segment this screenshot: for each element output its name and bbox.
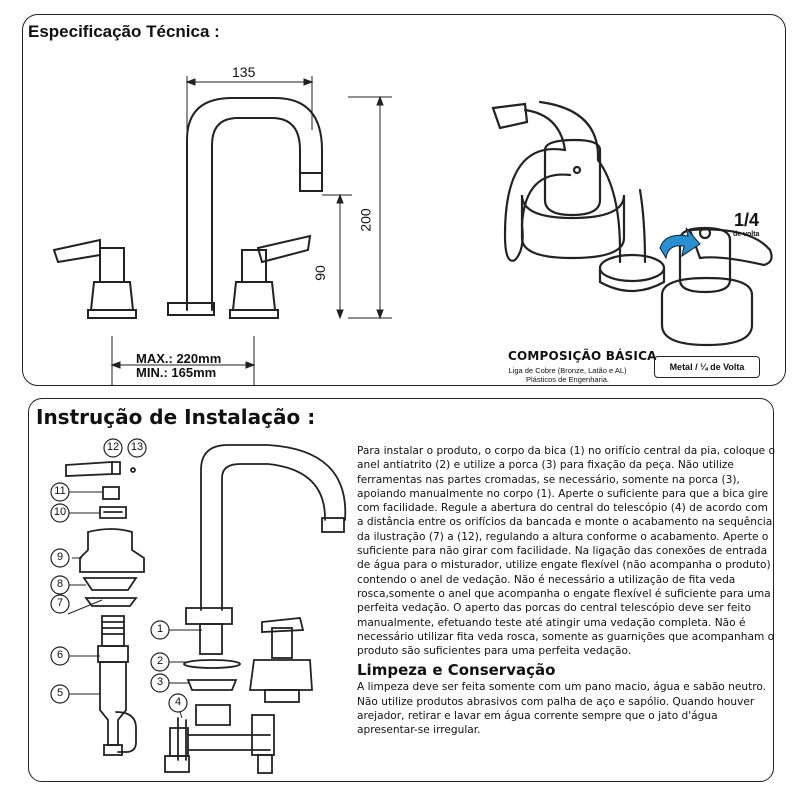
composition-line-1: Liga de Cobre (Bronze, Latão e AL): [508, 366, 627, 375]
install-instructions: Para instalar o produto, o corpo da bica…: [357, 444, 777, 738]
spec-title: Especificação Técnica :: [28, 22, 220, 41]
quarter-turn-sub: de volta: [733, 231, 760, 238]
part-label-10: 10: [53, 506, 67, 518]
composition-line-2: Plásticos de Engenharia.: [526, 375, 609, 384]
spec-frame: [22, 14, 786, 386]
cleaning-paragraph: A limpeza deve ser feita somente com um …: [357, 681, 767, 737]
quarter-turn-label: 1/4: [734, 210, 760, 230]
part-label-6: 6: [56, 649, 64, 661]
part-label-7: 7: [56, 597, 64, 609]
dim-height-label: 200: [357, 208, 374, 232]
part-label-9: 9: [56, 551, 64, 563]
install-title: Instrução de Instalação :: [36, 405, 316, 429]
install-frame: [28, 398, 774, 782]
part-label-13: 13: [130, 441, 144, 453]
part-label-8: 8: [56, 578, 64, 590]
range-label: MAX.: 220mm MIN.: 165mm: [136, 352, 221, 380]
metal-quarter-badge: Metal / ¼ de Volta: [654, 356, 760, 378]
spec-drawing: [52, 76, 773, 385]
part-label-2: 2: [156, 655, 164, 667]
dim-spout-label: 90: [311, 265, 328, 281]
part-label-11: 11: [54, 485, 66, 497]
part-label-1: 1: [156, 623, 164, 635]
min-label: MIN.: 165mm: [136, 365, 217, 380]
max-label: MAX.: 220mm: [136, 351, 222, 366]
part-label-3: 3: [156, 676, 164, 688]
install-paragraph: Para instalar o produto, o corpo da bica…: [357, 445, 775, 658]
part-label-4: 4: [174, 696, 182, 708]
part-label-12: 12: [106, 441, 120, 453]
install-exploded-drawing: [50, 438, 347, 774]
cleaning-title: Limpeza e Conservação: [357, 661, 556, 680]
part-label-5: 5: [56, 687, 64, 699]
dim-width-label: 135: [232, 64, 256, 80]
composition-details: Liga de Cobre (Bronze, Latão e AL) Plást…: [505, 366, 630, 384]
composition-title: COMPOSIÇÃO BÁSICA: [508, 349, 657, 363]
